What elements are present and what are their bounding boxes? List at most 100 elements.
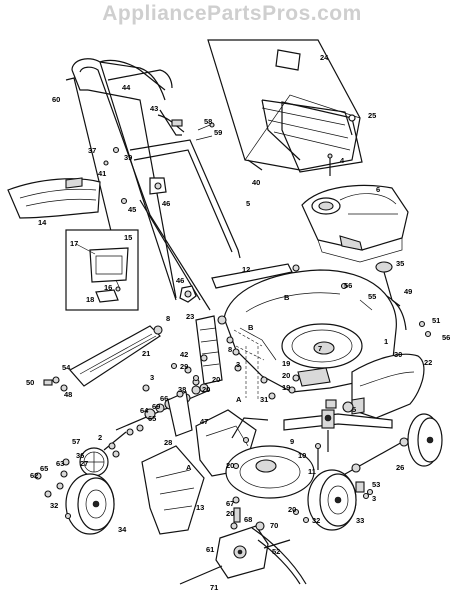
mounting-bracket[interactable] <box>95 289 119 303</box>
callout-61: 61 <box>206 545 214 554</box>
callout-65b: 65 <box>40 464 48 473</box>
callout-19b: 19 <box>282 383 290 392</box>
callout-6: 6 <box>376 185 380 194</box>
callout-66: 66 <box>160 394 168 403</box>
callout-41: 41 <box>98 169 106 178</box>
callout-22: 22 <box>424 358 432 367</box>
callout-15: 15 <box>124 233 132 242</box>
callout-67: 67 <box>226 499 234 508</box>
drive-axle[interactable] <box>179 539 291 585</box>
callout-A1: A <box>236 395 242 404</box>
callout-labels: 24 25 4 6 60 44 43 58 59 37 39 41 40 46 … <box>26 53 450 592</box>
blade-adapter <box>325 399 354 413</box>
grass-bag[interactable] <box>207 39 361 171</box>
rear-wheel-right[interactable] <box>407 413 443 467</box>
mower-deck[interactable] <box>223 269 397 393</box>
hardware-bolts <box>103 122 215 205</box>
engine[interactable] <box>301 184 409 263</box>
callout-68: 68 <box>244 515 252 524</box>
callout-46a: 46 <box>162 199 170 208</box>
callout-19a: 19 <box>282 359 290 368</box>
callout-45: 45 <box>128 205 136 214</box>
callout-44: 44 <box>122 83 131 92</box>
rear-skirt[interactable] <box>351 353 425 419</box>
handle-knob-upper[interactable] <box>149 177 167 195</box>
callout-8a: 8 <box>166 314 170 323</box>
callout-38: 38 <box>178 385 186 394</box>
callout-21: 21 <box>142 349 150 358</box>
callout-62: 62 <box>30 471 38 480</box>
mulch-baffle[interactable] <box>141 445 205 535</box>
callout-63: 63 <box>56 459 64 468</box>
callout-20c: 20 <box>202 385 210 394</box>
callout-7: 7 <box>318 344 322 353</box>
callout-51: 51 <box>432 316 440 325</box>
callout-5b: 5 <box>352 405 356 414</box>
callout-1: 1 <box>384 337 388 346</box>
deck-hardware <box>170 282 432 516</box>
callout-31: 31 <box>260 395 268 404</box>
callout-29: 29 <box>180 362 188 371</box>
callout-46b: 46 <box>176 276 184 285</box>
callout-37: 37 <box>88 146 96 155</box>
callout-42: 42 <box>180 350 188 359</box>
callout-57: 57 <box>72 437 80 446</box>
callout-56a: 56 <box>344 281 352 290</box>
callout-18: 18 <box>86 295 94 304</box>
callout-60: 60 <box>52 95 60 104</box>
callout-65a: 65 <box>148 414 156 423</box>
callout-20e: 20 <box>288 505 296 514</box>
wheel-bolt-rear <box>302 516 310 524</box>
callout-27: 27 <box>80 459 88 468</box>
callout-64: 64 <box>140 406 149 415</box>
bag-frame[interactable] <box>281 101 363 173</box>
spring-hardware <box>43 325 163 392</box>
callout-30: 30 <box>394 350 402 359</box>
front-wheel-left[interactable] <box>65 473 115 535</box>
callout-17: 17 <box>70 239 78 248</box>
callout-49: 49 <box>404 287 412 296</box>
axle-hardware-23 <box>217 315 265 400</box>
callout-53: 53 <box>372 480 380 489</box>
callout-5: 5 <box>246 199 250 208</box>
callout-26: 26 <box>396 463 404 472</box>
callout-35: 35 <box>396 259 404 268</box>
rear-wheel-left[interactable] <box>307 469 357 531</box>
callout-58: 58 <box>204 117 212 126</box>
height-adjuster-front[interactable] <box>195 315 223 385</box>
cable-clip <box>171 119 183 127</box>
callout-12: 12 <box>242 265 250 274</box>
fuel-cap-housing[interactable] <box>89 247 129 283</box>
mower-blade[interactable] <box>283 409 393 452</box>
callout-32a: 32 <box>312 516 320 525</box>
callout-52: 52 <box>272 547 280 556</box>
callout-13: 13 <box>196 503 204 512</box>
side-discharge-chute[interactable] <box>7 177 101 219</box>
callout-23: 23 <box>186 312 194 321</box>
drive-belt[interactable] <box>251 527 307 585</box>
callout-55: 55 <box>368 292 376 301</box>
hinge-plate[interactable] <box>211 263 300 289</box>
handle-knob-lower[interactable] <box>179 285 197 303</box>
rear-door[interactable] <box>69 325 161 387</box>
latch-rod <box>247 159 263 171</box>
wheel-fasteners <box>34 442 120 498</box>
callout-11: 11 <box>308 467 316 476</box>
callout-28: 28 <box>164 438 172 447</box>
lower-handle[interactable] <box>129 139 241 311</box>
callout-9: 9 <box>290 437 294 446</box>
callout-34: 34 <box>118 525 127 534</box>
callout-14: 14 <box>38 218 47 227</box>
callout-A2: A <box>186 463 192 472</box>
callout-25: 25 <box>368 111 376 120</box>
callout-39: 39 <box>124 153 132 162</box>
blade-baffle[interactable] <box>225 417 315 499</box>
callout-24: 24 <box>320 53 329 62</box>
callout-B2: B <box>248 323 254 332</box>
upper-handle[interactable] <box>65 58 177 301</box>
callout-4: 4 <box>340 156 345 165</box>
front-axle-assembly[interactable] <box>115 383 211 437</box>
callout-20f: 20 <box>226 509 234 518</box>
callout-10: 10 <box>298 451 306 460</box>
engine-bolt <box>327 153 333 176</box>
